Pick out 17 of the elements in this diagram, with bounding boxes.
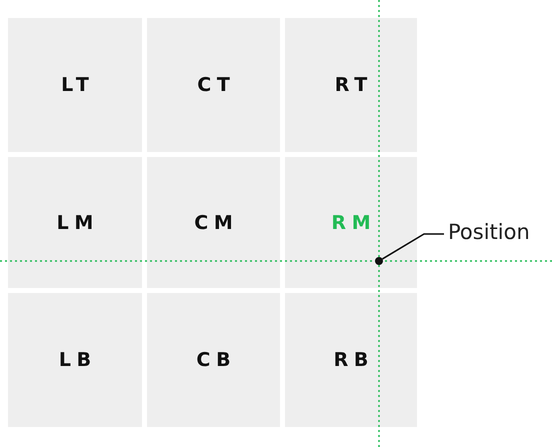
position-label: Position bbox=[448, 220, 548, 248]
cell-label: RM bbox=[331, 212, 376, 234]
cell-label: RB bbox=[334, 349, 374, 371]
position-dot bbox=[375, 257, 383, 265]
grid-cell bbox=[285, 293, 417, 427]
grid-cell bbox=[285, 18, 417, 152]
grid-cell bbox=[285, 157, 417, 288]
cell-label: LT bbox=[61, 74, 94, 96]
grid-cell bbox=[8, 157, 142, 288]
cell-label: LB bbox=[58, 349, 97, 371]
cell-label: RT bbox=[334, 74, 373, 96]
grid-cell bbox=[147, 157, 280, 288]
cell-label: CM bbox=[194, 212, 238, 234]
cell-label: LM bbox=[56, 212, 100, 234]
leader-line bbox=[382, 233, 444, 260]
cell-label: CT bbox=[197, 74, 236, 96]
cell-label: CB bbox=[196, 349, 236, 371]
